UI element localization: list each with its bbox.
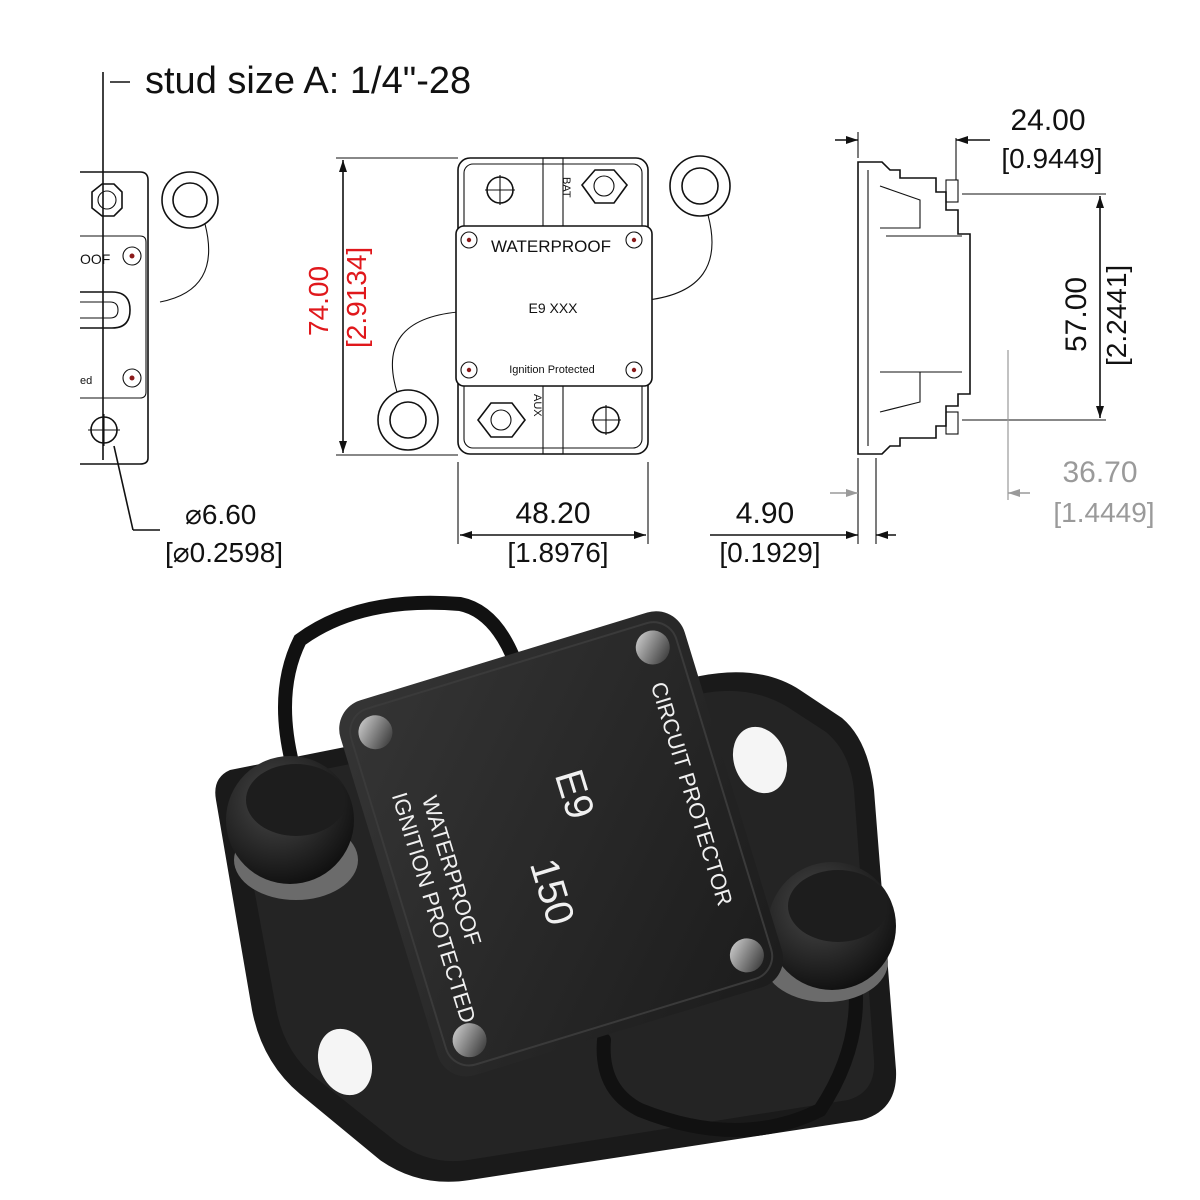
cover-screw-tr-dot (631, 237, 637, 243)
height-arrow-top (339, 160, 347, 172)
partial-front-view: OOF ed ⌀6.60 [⌀0.2598] (80, 171, 283, 568)
total-depth-arrow-right (1008, 489, 1020, 497)
stud-size-label: stud size A: 1/4"-28 (145, 60, 471, 102)
total-depth-inch: [1.4449] (1053, 497, 1154, 528)
photo-cover-edge (349, 621, 774, 1067)
terminal-aux-label: AUX (531, 394, 543, 417)
partial-screw-bottom-dot (129, 375, 135, 381)
photo-mount-hole-top (732, 726, 788, 794)
width-arrow-left (460, 531, 472, 539)
rubber-cap-left-top (246, 764, 346, 836)
flange-inch: [0.1929] (719, 537, 820, 568)
stud-size-label-group: stud size A: 1/4"-28 (102, 60, 471, 460)
hole-diameter-inch: [⌀0.2598] (165, 537, 283, 568)
height-mm: 74.00 (303, 266, 334, 336)
side-view: 24.00 [0.9449] 57.00 [2.2441] 4.90 [0.19… (710, 104, 1155, 568)
width-mm: 48.20 (515, 497, 590, 530)
partial-slot-outer (80, 291, 131, 329)
partial-housing-outline (80, 171, 149, 465)
total-depth-mm: 36.70 (1062, 456, 1137, 489)
stud-spacing-mm: 57.00 (1060, 277, 1093, 352)
width-inch: [1.8976] (507, 537, 608, 568)
side-stud-bottom (945, 411, 959, 435)
stud-nut-top (580, 169, 629, 204)
side-channel-bottom (879, 371, 921, 413)
partial-label-ed: ed (80, 375, 92, 387)
partial-cap-inner (172, 182, 208, 218)
flange-arrow-right (876, 531, 888, 539)
stud-spacing-arrow-bottom (1096, 406, 1104, 418)
cover-screw-tl-dot (466, 237, 472, 243)
cover-screw-br-dot (631, 367, 637, 373)
photo-cover (339, 611, 784, 1077)
partial-cap-outer (161, 171, 219, 229)
height-inch: [2.9134] (341, 247, 372, 348)
partial-cap-tether (159, 223, 210, 303)
partial-screw-top-dot (129, 253, 135, 259)
rubber-cap-right-top (788, 870, 888, 942)
front-cover (455, 225, 653, 387)
cap-bottom-tether (392, 311, 459, 393)
tether-bottom (596, 913, 863, 1137)
terminal-channel-bottom (542, 385, 564, 455)
cover-screw-bl (460, 361, 478, 379)
partial-hex-nut (91, 183, 123, 217)
cover-model-text: E9 XXX (528, 300, 578, 316)
cap-bottom-inner (389, 401, 427, 439)
tether-top (278, 595, 527, 797)
partial-nut-hole (97, 190, 117, 210)
stud-nut-top-hole (593, 175, 615, 197)
cover-bolt-bl (452, 1023, 487, 1058)
side-channel-top (879, 185, 921, 229)
cover-screw-bl-dot (466, 367, 472, 373)
partial-label-oof: OOF (80, 251, 110, 267)
stud-nut-bottom-hole (490, 409, 512, 431)
side-profile-outline (857, 161, 971, 455)
partial-screw-top (122, 246, 142, 266)
stud-spacing-arrow-top (1096, 196, 1104, 208)
terminal-bat-label: BAT (560, 177, 572, 198)
side-stud-top (945, 179, 959, 203)
photo-mount-hole-bottom (317, 1028, 373, 1096)
cover-waterproof-text: WATERPROOF (491, 237, 611, 256)
partial-screw-bottom (122, 368, 142, 388)
cap-top-tether (647, 214, 713, 301)
total-depth-arrow-left (846, 489, 858, 497)
front-view: 74.00 [2.9134] BAT AUX (303, 155, 731, 568)
top-depth-inch: [0.9449] (1001, 143, 1102, 174)
top-depth-mm: 24.00 (1010, 104, 1085, 137)
cover-bolt-tl (358, 715, 393, 750)
photo-cover-group: WATERPROOF IGNITION PROTECTED E9 150 CIR… (339, 611, 784, 1077)
cap-bottom-outer (377, 389, 439, 451)
product-photo: WATERPROOF IGNITION PROTECTED E9 150 CIR… (215, 595, 897, 1182)
flange-arrow-left (846, 531, 858, 539)
terminal-channel-top (542, 157, 564, 229)
hole-leader-diag (113, 445, 134, 531)
hole-diameter-mm: ⌀6.60 (185, 499, 256, 530)
flange-mm: 4.90 (736, 497, 794, 530)
stud-spacing-inch: [2.2441] (1101, 265, 1132, 366)
cover-bolt-tr (635, 630, 670, 665)
cover-ignition-text: Ignition Protected (509, 364, 595, 376)
cap-top-inner (681, 167, 719, 205)
top-depth-arrow-right (956, 136, 968, 144)
cover-screw-br (625, 361, 643, 379)
partial-slot-inner (80, 301, 119, 319)
width-arrow-right (634, 531, 646, 539)
top-depth-arrow-left (846, 136, 858, 144)
stud-nut-bottom (476, 402, 527, 438)
height-arrow-bottom (339, 441, 347, 453)
cover-bolt-br (729, 938, 764, 973)
cap-top-outer (669, 155, 731, 217)
cover-screw-tr (625, 231, 643, 249)
cover-screw-tl (460, 231, 478, 249)
partial-cover-outline (80, 235, 147, 399)
